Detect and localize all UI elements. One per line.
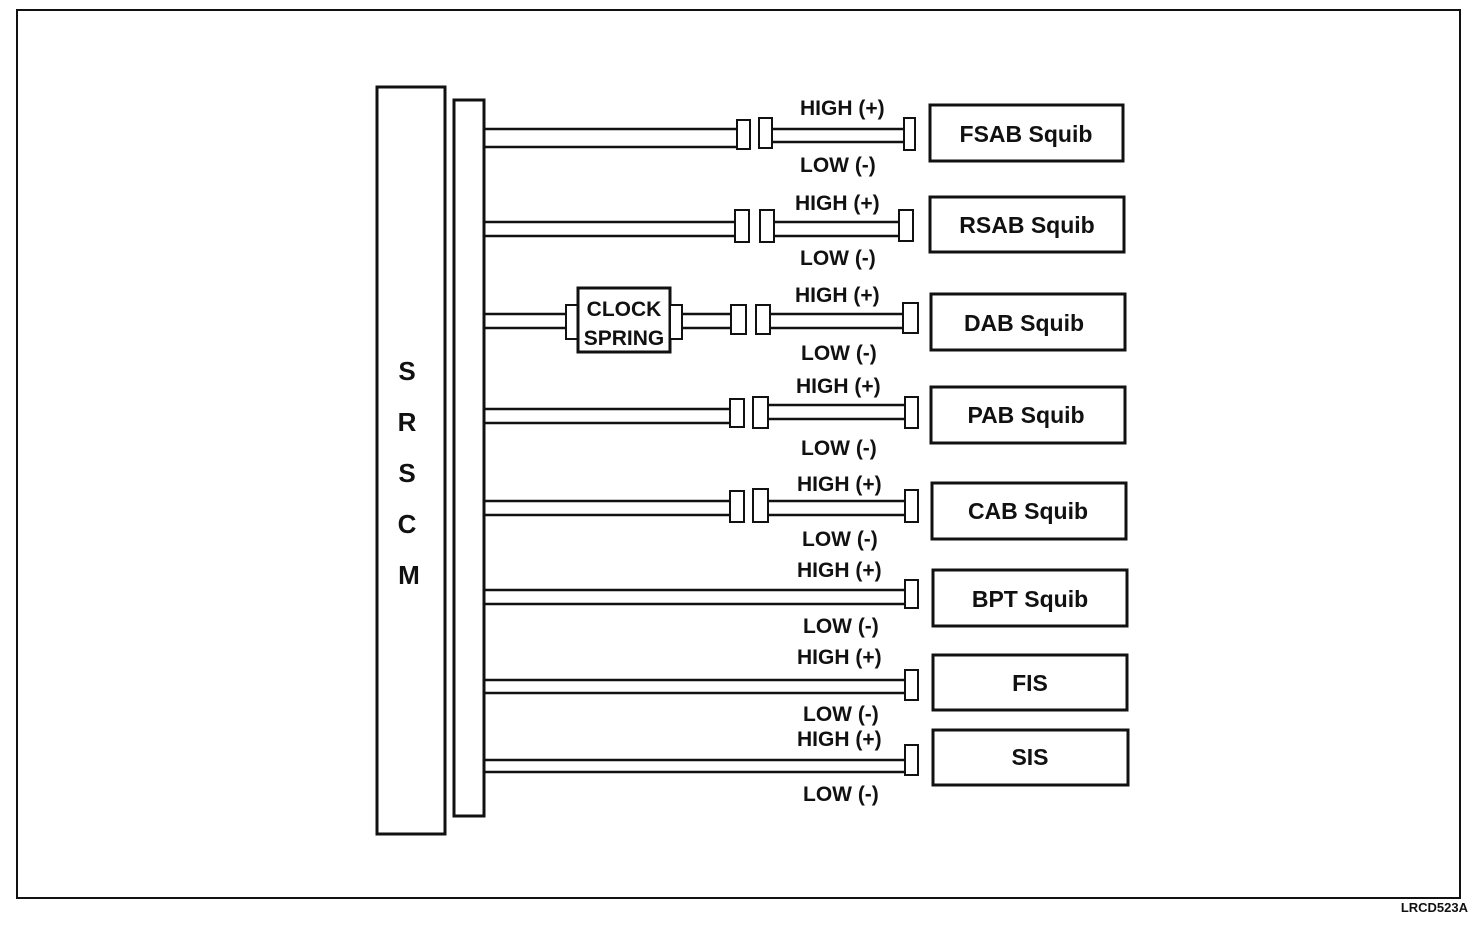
clock-spring-label-line1: CLOCK	[587, 298, 662, 321]
squib-label-bpt: BPT Squib	[972, 586, 1088, 612]
wire-high-label-dab: HIGH (+)	[795, 284, 880, 307]
wire-high-label-fsab: HIGH (+)	[800, 97, 885, 120]
circuit-rsab: RSAB Squib HIGH (+) LOW (-)	[484, 192, 1126, 270]
squib-box-fsab	[928, 103, 1125, 163]
wire-high-label-pab: HIGH (+)	[796, 375, 881, 398]
circuit-fsab: FSAB Squib HIGH (+) LOW (-)	[484, 97, 1125, 177]
module-letter-s2: S	[398, 458, 415, 488]
circuit-bpt: BPT Squib HIGH (+) LOW (-)	[484, 559, 1129, 638]
wire-low-label-dab: LOW (-)	[801, 342, 877, 365]
squib-label-rsab: RSAB Squib	[959, 212, 1094, 238]
wire-low-label-sis: LOW (-)	[803, 783, 879, 806]
srscm-module	[375, 85, 447, 836]
module-connector	[452, 98, 486, 818]
module-letter-r: R	[398, 407, 417, 437]
wire-low-label-fis: LOW (-)	[803, 703, 879, 726]
wire-high-label-sis: HIGH (+)	[797, 728, 882, 751]
squib-box-rsab	[928, 195, 1126, 254]
diagram-frame	[16, 9, 1461, 899]
module-letter-c: C	[398, 509, 417, 539]
circuit-dab: CLOCK SPRING DAB Squib HIGH (+) LOW (-)	[484, 284, 1127, 365]
circuit-pab: PAB Squib HIGH (+) LOW (-)	[484, 375, 1127, 460]
circuit-sis: SIS HIGH (+) LOW (-)	[484, 728, 1130, 806]
wire-low-label-cab: LOW (-)	[802, 528, 878, 551]
wire-high-label-fis: HIGH (+)	[797, 646, 882, 669]
figure-code: LRCD523A	[1401, 900, 1469, 915]
squib-box-fis	[931, 653, 1129, 712]
squib-label-fsab: FSAB Squib	[960, 121, 1093, 147]
wire-low-label-bpt: LOW (-)	[803, 615, 879, 638]
circuit-cab: CAB Squib HIGH (+) LOW (-)	[484, 473, 1128, 551]
circuit-fis: FIS HIGH (+) LOW (-)	[484, 646, 1129, 726]
wire-low-label-fsab: LOW (-)	[800, 154, 876, 177]
squib-label-fis: FIS	[1012, 670, 1048, 696]
squib-box-dab	[929, 292, 1127, 352]
clock-spring-label-line2: SPRING	[584, 327, 665, 350]
squib-box-pab	[929, 385, 1127, 445]
wire-low-label-rsab: LOW (-)	[800, 247, 876, 270]
squib-box-bpt	[931, 568, 1129, 628]
squib-label-dab: DAB Squib	[964, 310, 1084, 336]
wire-high-label-cab: HIGH (+)	[797, 473, 882, 496]
wire-high-label-rsab: HIGH (+)	[795, 192, 880, 215]
clock-spring-box	[576, 286, 672, 354]
squib-box-sis	[931, 728, 1130, 787]
wire-high-label-bpt: HIGH (+)	[797, 559, 882, 582]
squib-label-cab: CAB Squib	[968, 498, 1088, 524]
squib-label-pab: PAB Squib	[967, 402, 1084, 428]
wire-low-label-pab: LOW (-)	[801, 437, 877, 460]
module-letter-s1: S	[398, 356, 415, 386]
module-letter-m: M	[398, 560, 420, 590]
squib-label-sis: SIS	[1011, 744, 1048, 770]
squib-box-cab	[930, 481, 1128, 541]
